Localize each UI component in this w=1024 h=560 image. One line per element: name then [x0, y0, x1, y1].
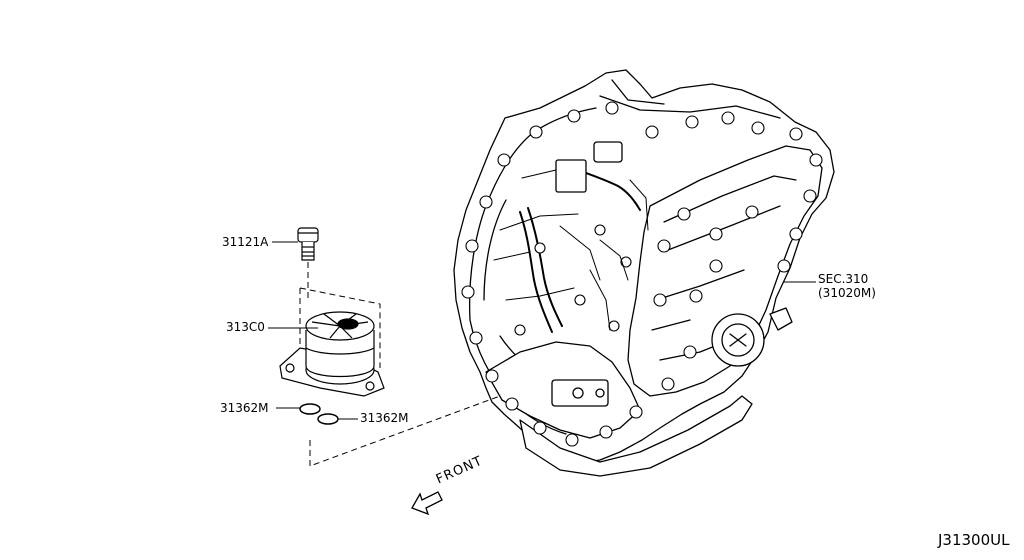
label-part-31362M-lower: 31362M [360, 411, 409, 425]
access-cover-tab [729, 333, 747, 347]
leader-lines [268, 241, 816, 420]
o-ring-upper [299, 403, 321, 415]
rear-case-panel [651, 175, 797, 361]
pump-bracket [551, 379, 609, 407]
solenoid-block [555, 159, 587, 193]
filler-tube [577, 169, 641, 211]
cooler-pipe [519, 211, 553, 333]
transmission-assembly [453, 69, 835, 477]
component-313C0-body [305, 330, 375, 378]
oil-pan [519, 395, 753, 477]
component-313C0 [279, 311, 385, 397]
o-rings-31362M [299, 403, 339, 425]
label-section-reference: SEC.310 (31020M) [818, 272, 876, 300]
bolt-31121A [297, 227, 319, 261]
pump-bracket-hole [572, 387, 584, 399]
label-part-31121A: 31121A [222, 235, 269, 249]
pump-bracket-hole-2 [595, 388, 605, 398]
component-313C0-ribs [311, 313, 369, 339]
label-part-31362M-upper: 31362M [220, 401, 269, 415]
component-313C0-band [305, 347, 375, 355]
cooler-pipe-2 [527, 207, 563, 327]
access-cover-inner [721, 323, 755, 357]
o-ring-lower [317, 413, 339, 425]
connector [769, 307, 793, 331]
alignment-lines [299, 262, 501, 467]
section-reference-line2: (31020M) [818, 286, 876, 300]
filler-cap [593, 141, 623, 163]
figure-code: J31300UL [938, 531, 1010, 549]
section-reference-line1: SEC.310 [818, 272, 869, 286]
top-ridge [599, 79, 781, 119]
case-bolts [461, 101, 823, 447]
front-arrow-icon [411, 491, 443, 516]
housing-webs [493, 169, 649, 331]
label-part-313C0: 313C0 [226, 320, 265, 334]
